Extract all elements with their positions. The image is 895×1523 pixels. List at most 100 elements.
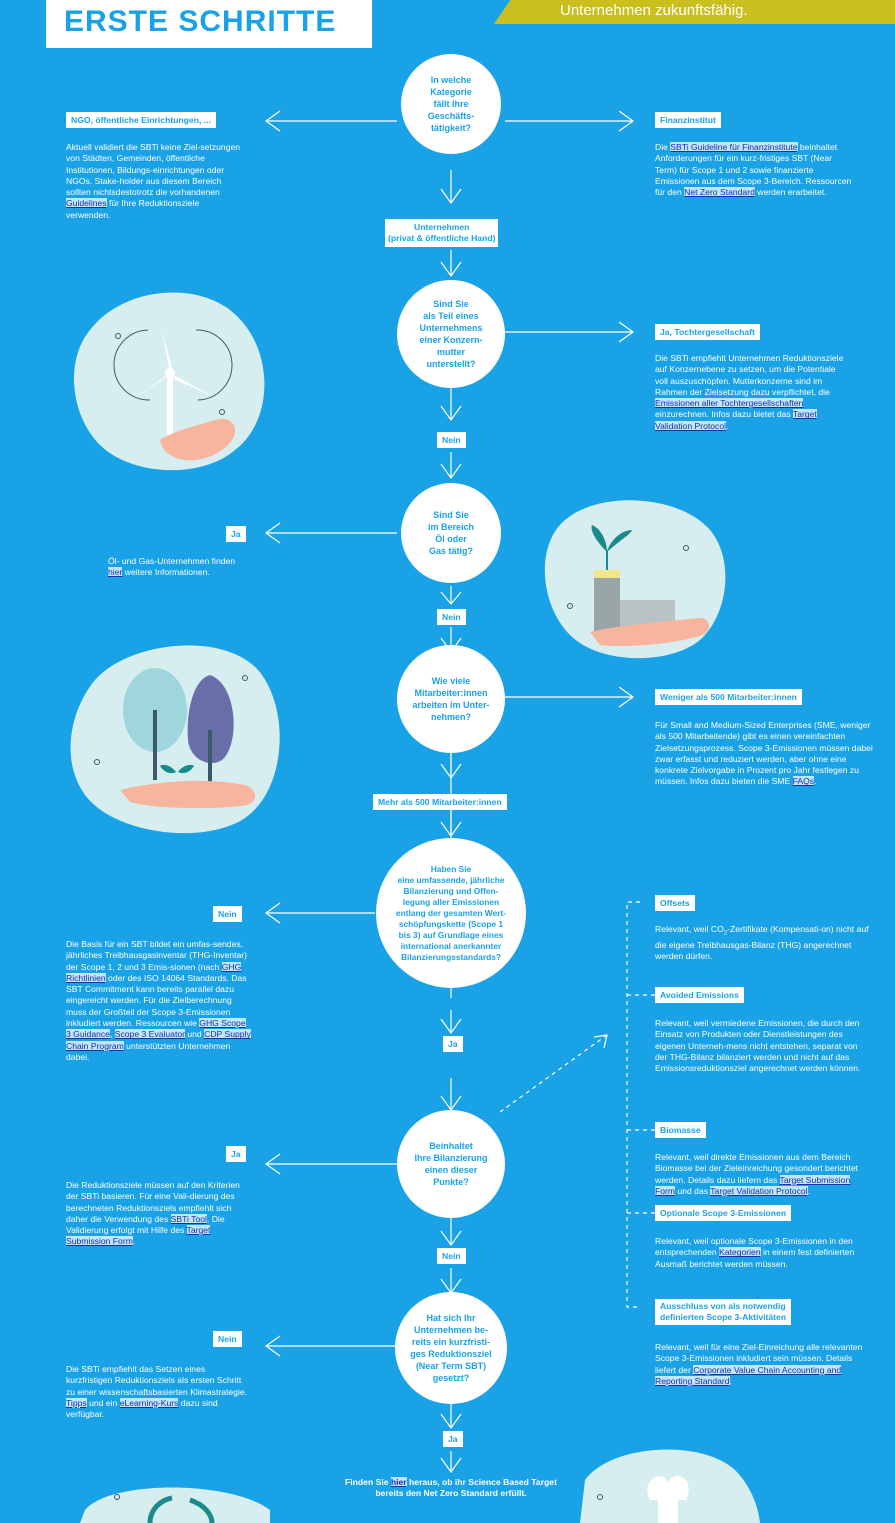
text-segment: Für Small and Medium-Sized Enterprises (… — [655, 720, 873, 787]
nein-label: Nein — [437, 432, 466, 448]
finanz-text: Die SBTi Guideline für Finanzinstitute b… — [655, 142, 855, 198]
hier-link[interactable]: hier — [108, 567, 123, 578]
label-line: (privat & öffentliche Hand) — [388, 233, 496, 243]
text-segment: und — [184, 1029, 205, 1040]
optional-text: Relevant, weil optionale Scope 3-Emissio… — [655, 1236, 875, 1270]
banner-text: Unternehmen zukunftsfähig. — [560, 2, 748, 19]
ausschluss-label: Ausschluss von als notwendig definierten… — [655, 1299, 792, 1325]
page-title: ERSTE SCHRITTE — [64, 5, 337, 38]
oel-text: Öl- und Gas-Unternehmen finden hier weit… — [108, 556, 248, 579]
text-segment: Relevant, weil CO — [655, 924, 724, 934]
question-oel-gas: Sind Sie im Bereich Öl oder Gas tätig? — [401, 483, 501, 583]
tochter-label: Ja, Tochtergesellschaft — [655, 324, 760, 340]
question-konzern: Sind Sie als Teil eines Unternehmens ein… — [397, 280, 505, 388]
text-segment: . — [726, 420, 729, 431]
text-segment: Öl- und Gas-Unternehmen finden — [108, 556, 236, 566]
light-bulb-icon — [647, 1475, 689, 1523]
text-segment: dazu sind verfügbar. — [66, 1397, 218, 1420]
text-segment: -Zertifikate (Kompensati-on) nicht auf d… — [655, 924, 869, 962]
text-segment: . — [729, 1375, 732, 1386]
text-segment: für Ihre Reduktionsziele verwenden. — [66, 198, 200, 220]
dot-icon — [219, 409, 225, 415]
mehr-500-label: Mehr als 500 Mitarbeiter:innen — [373, 794, 507, 810]
offsets-label: Offsets — [655, 895, 695, 911]
text-segment: beinhaltet Anforderungen für ein kurz-fr… — [655, 142, 852, 198]
scope3-evaluator-link[interactable]: Scope 3 Evaluator — [114, 1029, 185, 1040]
text-segment: Die — [655, 142, 671, 152]
text-segment: Aktuell validiert die SBTi keine Ziel-se… — [66, 142, 241, 198]
text-segment: Die SBTi empfiehlt das Setzen eines kurz… — [66, 1364, 248, 1397]
sbti-guideline-link[interactable]: SBTi Guideline für Finanzinstitute — [670, 142, 798, 152]
text-segment: Finden Sie — [345, 1477, 391, 1487]
question-text: In welche Kategorie fällt Ihre Geschäfts… — [427, 75, 475, 133]
text-segment: Relevant, weil optionale Scope 3-Emissio… — [655, 1236, 853, 1258]
hand-icon — [160, 418, 236, 461]
text-segment: werden erarbeitet. — [754, 187, 827, 198]
question-text: Haben Sie eine umfassende, jährliche Bil… — [395, 863, 507, 962]
question-mitarbeiter: Wie viele Mitarbeiter:innen arbeiten im … — [397, 645, 505, 753]
sme-text: Für Small and Medium-Sized Enterprises (… — [655, 720, 875, 788]
unternehmen-label: Unternehmen (privat & öffentliche Hand) — [385, 219, 499, 247]
offsets-text: Relevant, weil CO2-Zertifikate (Kompensa… — [655, 924, 875, 963]
ja-punkte-text: Die Reduktionsziele müssen auf den Krite… — [66, 1180, 250, 1248]
title-box — [46, 0, 372, 48]
text-segment: Relevant, weil für eine Ziel-Einreichung… — [655, 1342, 863, 1375]
label-line: definierten Scope 3-Aktivitäten — [660, 1312, 787, 1322]
guidelines-link[interactable]: Guidelines — [66, 198, 107, 209]
ja-oel-label: Ja — [226, 526, 246, 542]
ngo-label: NGO, öffentliche Einrichtungen, ... — [66, 112, 216, 128]
ngo-text: Aktuell validiert die SBTi keine Ziel-se… — [66, 142, 246, 221]
text-segment: . — [132, 1236, 136, 1247]
chimney-plant-icon — [591, 525, 675, 632]
text-segment: einzurechnen. Infos dazu bietet das — [655, 409, 793, 420]
bottom-left-blob — [80, 1487, 270, 1523]
text-segment: , — [109, 1029, 115, 1040]
kategorien-link[interactable]: Kategorien — [719, 1247, 761, 1258]
question-text: Sind Sie als Teil eines Unternehmens ein… — [419, 299, 483, 369]
ja-punkte-label: Ja — [226, 1146, 246, 1162]
text-segment: . — [814, 776, 817, 787]
nein-label: Nein — [437, 1248, 466, 1264]
text-segment: Die SBTi empfiehlt Unternehmen Reduktion… — [655, 353, 844, 397]
text-segment: und ein — [86, 1397, 120, 1408]
label-line: Ausschluss von als notwendig — [660, 1301, 786, 1311]
question-punkte: Beinhaltet Ihre Bilanzierung einen diese… — [397, 1110, 505, 1218]
trees-icon — [123, 668, 234, 785]
text-segment: . Die Validierung erfolgt mit Hilfe des — [66, 1213, 225, 1236]
elearning-link[interactable]: eLearning-Kurs — [119, 1397, 179, 1408]
question-text: Wie viele Mitarbeiter:innen arbeiten im … — [412, 676, 490, 722]
net-zero-standard-link[interactable]: Net Zero Standard — [684, 187, 755, 198]
text-segment: heraus, ob ihr Science Based Target bere… — [375, 1477, 557, 1499]
hand-icon — [590, 618, 709, 647]
biomasse-text: Relevant, weil direkte Emissionen aus de… — [655, 1152, 870, 1197]
label-line: Unternehmen — [414, 222, 470, 232]
nein-bilanz-label: Nein — [213, 906, 242, 922]
wind-turbine-icon — [113, 329, 233, 450]
text-segment: Die Reduktionsziele müssen auf den Krite… — [66, 1180, 240, 1224]
ja-label: Ja — [443, 1431, 463, 1447]
sbti-tool-link[interactable]: SBTi Tool — [170, 1213, 207, 1224]
finanz-label: Finanzinstitut — [655, 112, 721, 128]
banner — [494, 0, 895, 24]
question-category: In welche Kategorie fällt Ihre Geschäfts… — [401, 54, 501, 154]
question-text: Sind Sie im Bereich Öl oder Gas tätig? — [427, 510, 475, 556]
text-segment: unterstützten Unternehmen dabei. — [66, 1040, 231, 1062]
text-segment: Relevant, weil direkte Emissionen aus de… — [655, 1152, 859, 1185]
target-validation-protocol-link[interactable]: Target Validation Protocol — [710, 1185, 808, 1196]
tipps-link[interactable]: Tipps — [66, 1397, 87, 1408]
question-text: Hat sich Ihr Unternehmen be- reits ein k… — [410, 1313, 492, 1383]
hier-link[interactable]: hier — [390, 1477, 407, 1487]
tochter-text: Die SBTi empfiehlt Unternehmen Reduktion… — [655, 353, 847, 432]
sme-label: Weniger als 500 Mitarbeiter:innen — [655, 689, 802, 705]
text-segment: in einem fest definierten Ausmaß bericht… — [655, 1247, 855, 1269]
ja-label: Ja — [443, 1036, 463, 1052]
question-text: Beinhaltet Ihre Bilanzierung einen diese… — [414, 1141, 488, 1187]
faqs-link[interactable]: FAQs — [792, 776, 815, 787]
nein-near-text: Die SBTi empfiehlt das Setzen eines kurz… — [66, 1364, 251, 1420]
subscript: 2 — [723, 930, 728, 937]
avoided-label: Avoided Emissions — [655, 987, 744, 1003]
text-segment: . — [807, 1185, 810, 1196]
text-segment: und das — [675, 1185, 711, 1196]
emissionen-tochter-link[interactable]: Emissionen aller Tochtergesellschaften — [655, 398, 804, 409]
